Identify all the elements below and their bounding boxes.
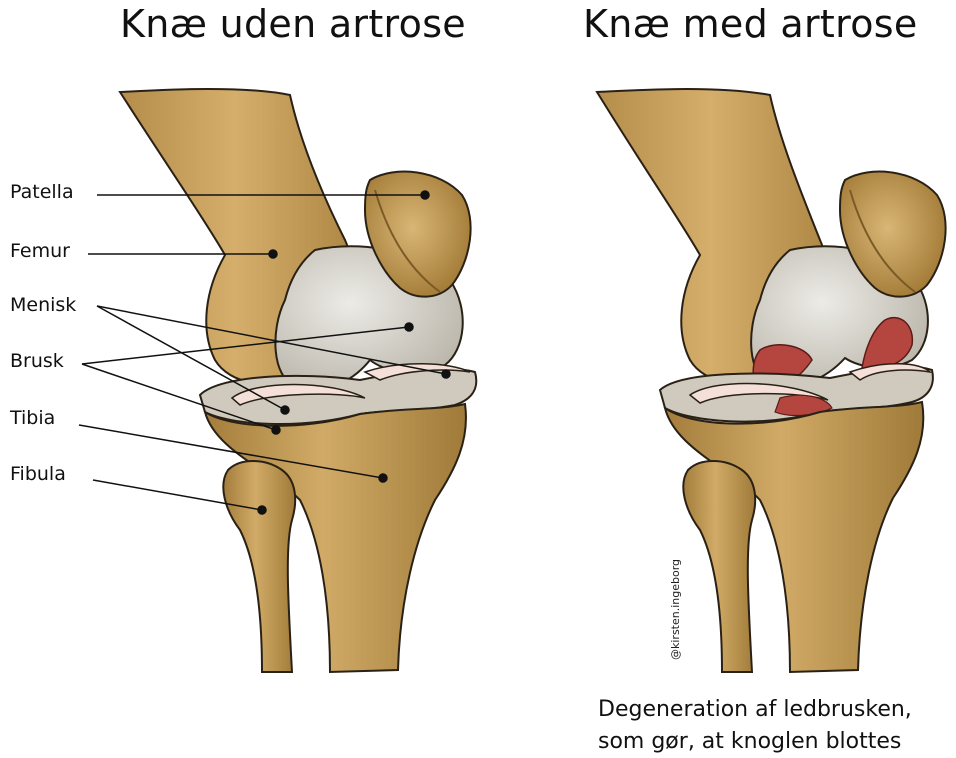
arthritic-knee: [597, 89, 946, 672]
caption-line-1: Degeneration af ledbrusken,: [598, 694, 912, 726]
label-femur: Femur: [10, 240, 70, 262]
label-tibia: Tibia: [10, 407, 55, 429]
label-brusk: Brusk: [10, 350, 64, 372]
caption: Degeneration af ledbrusken, som gør, at …: [598, 694, 912, 758]
label-menisk: Menisk: [10, 294, 76, 316]
fibula-bone: [223, 461, 295, 672]
caption-line-2: som gør, at knoglen blottes: [598, 726, 912, 758]
label-fibula: Fibula: [10, 463, 66, 485]
artist-credit: @kirsten.ingeborg: [669, 559, 682, 660]
healthy-knee: [79, 89, 476, 672]
label-patella: Patella: [10, 181, 74, 203]
fibula-bone-arthritic: [683, 461, 755, 672]
